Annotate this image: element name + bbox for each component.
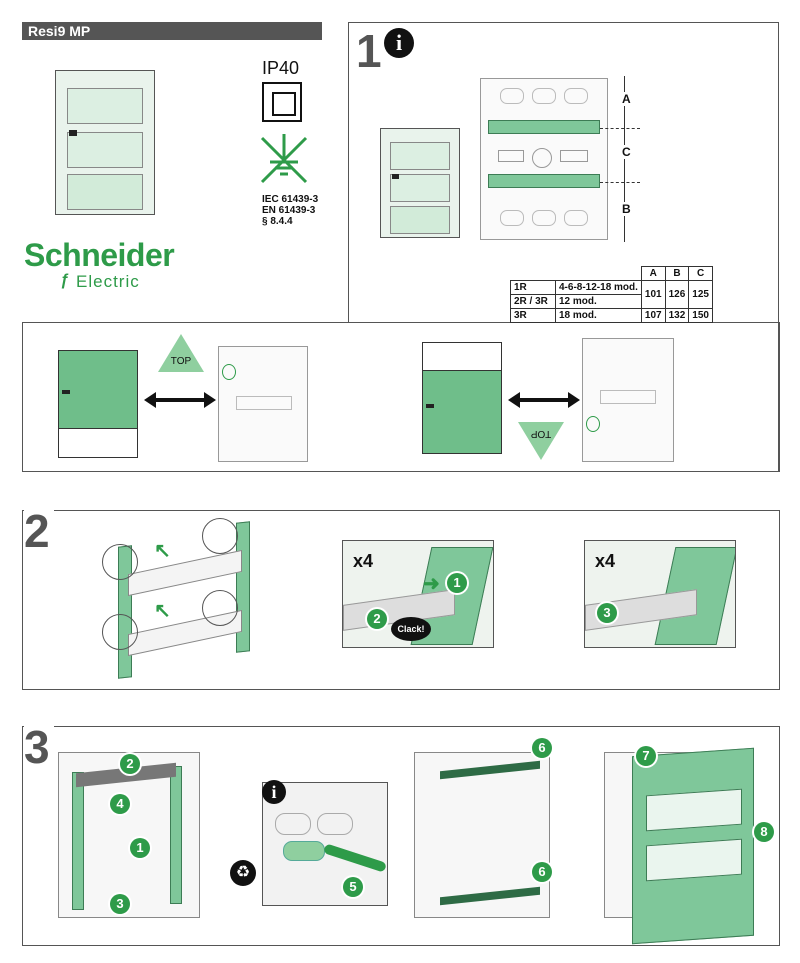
- info-icon: i: [384, 28, 414, 58]
- recycle-icon: ♻: [230, 860, 256, 886]
- cover-orientation-b: [422, 342, 502, 454]
- frame-orientation-b: [582, 338, 674, 462]
- install-frame-illustration-2: 6 6: [410, 738, 560, 922]
- product-illustration: [55, 70, 155, 215]
- double-arrow-icon: [508, 392, 580, 408]
- dim-c-label: C: [620, 145, 633, 159]
- step1-panel: [348, 22, 779, 471]
- step-badge: 1: [130, 838, 150, 858]
- step1-number: 1: [356, 25, 382, 77]
- clip-detail-photo-2: x4 3: [584, 540, 736, 648]
- table-row: 1R 4-6-8-12-18 mod. 101 126 125: [510, 280, 713, 309]
- product-title: Resi9 MP: [22, 22, 322, 40]
- dimension-table: A B C 1R 4-6-8-12-18 mod. 101 126 125 2R…: [510, 266, 713, 323]
- table-header-b: B: [664, 266, 690, 281]
- install-frame-illustration-3: 7 8: [600, 742, 774, 945]
- step2-panel: [22, 510, 780, 690]
- top-triangle-icon: [158, 334, 204, 372]
- clack-burst: Clack!: [391, 617, 431, 641]
- no-earth-icon: [260, 134, 308, 184]
- dimension-line: [624, 76, 625, 242]
- arrow-icon: ↖: [154, 540, 171, 562]
- step-badge: 6: [532, 738, 552, 758]
- step-badge: 4: [110, 794, 130, 814]
- step-badge: 3: [110, 894, 130, 914]
- brand-logo-icon: ƒ: [60, 272, 69, 289]
- info-icon: i: [262, 780, 286, 804]
- step-badge: 3: [597, 603, 617, 623]
- x4-label: x4: [595, 551, 616, 571]
- frame-orientation-a: [218, 346, 308, 462]
- step-badge: 2: [367, 609, 387, 629]
- step2-number: 2: [24, 508, 54, 554]
- table-row: 3R 18 mod. 107 132 150: [510, 308, 713, 323]
- ip-rating-label: IP40: [262, 58, 300, 78]
- knockout-detail-photo: 5: [262, 782, 388, 906]
- norm-2: EN 61439-3: [262, 205, 316, 216]
- arrow-icon: ➜: [423, 573, 440, 595]
- step3-panel: [22, 726, 780, 946]
- step3-number: 3: [24, 724, 54, 770]
- step-badge: 7: [636, 746, 656, 766]
- dim-a-label: A: [620, 92, 633, 106]
- top-triangle-flipped-icon: [518, 422, 564, 460]
- brand-logo: Schneider ƒ Electric: [24, 237, 175, 292]
- step-badge: 1: [447, 573, 467, 593]
- enclosure-thumbnail: [380, 128, 460, 238]
- table-header-c: C: [688, 266, 713, 281]
- dim-b-label: B: [620, 202, 633, 216]
- arrow-icon: ↖: [154, 600, 171, 622]
- double-insulation-icon: [262, 82, 302, 122]
- step-badge: 2: [120, 754, 140, 774]
- step-badge: 5: [343, 877, 363, 897]
- top-label: TOP: [170, 356, 192, 367]
- clip-detail-photo-1: x4 1 2 ➜ Clack!: [342, 540, 494, 648]
- brand-name: Schneider: [24, 237, 175, 273]
- step1-bottom-panel: [22, 322, 780, 472]
- x4-label: x4: [353, 551, 374, 571]
- rail-frame-drawing: ↖ ↖: [96, 518, 266, 679]
- brand-sub: Electric: [76, 272, 140, 291]
- step-badge: 6: [532, 862, 552, 882]
- step-badge: 8: [754, 822, 774, 842]
- cover-orientation-a: [58, 350, 138, 458]
- install-frame-illustration-1: 2 4 1 3: [58, 742, 208, 922]
- top-label-flipped: TOP: [530, 428, 552, 439]
- dimension-drawing: [480, 78, 610, 240]
- double-arrow-icon: [144, 392, 216, 408]
- norm-3: § 8.4.4: [262, 216, 293, 227]
- table-header-a: A: [640, 266, 666, 281]
- norm-1: IEC 61439-3: [262, 194, 319, 205]
